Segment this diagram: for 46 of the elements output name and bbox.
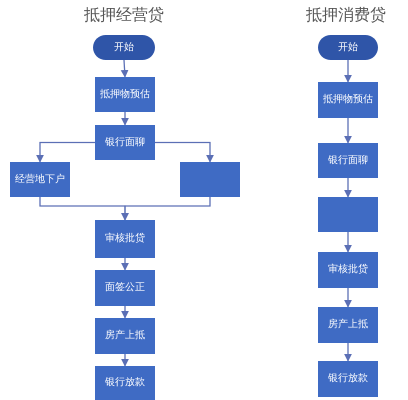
process-box — [318, 143, 378, 178]
process-box — [318, 82, 378, 118]
arrow — [344, 118, 352, 144]
node-label: 经营地下户 — [15, 174, 65, 186]
process-box — [95, 77, 155, 112]
column-heading: 抵押消费贷 — [305, 4, 387, 26]
node-label: 开始 — [338, 42, 358, 54]
node-label: 银行面聊 — [105, 136, 145, 148]
process-box — [10, 162, 70, 197]
arrow — [121, 354, 129, 367]
node-label: 面签公正 — [105, 282, 145, 294]
node-label: 开始 — [114, 42, 134, 54]
node-label: 审核批贷 — [105, 233, 145, 245]
process-box — [95, 125, 155, 160]
process-box — [95, 270, 155, 306]
process-box — [180, 162, 240, 197]
arrow — [36, 142, 95, 163]
process-box — [318, 361, 378, 397]
arrow — [344, 288, 352, 308]
arrow — [121, 197, 211, 221]
node-label: 银行面聊 — [328, 154, 368, 166]
arrow — [120, 60, 128, 78]
arrow — [121, 112, 129, 126]
arrow — [344, 343, 352, 362]
node-label: 审核批贷 — [328, 264, 368, 276]
start-terminal — [93, 35, 155, 60]
start-terminal — [318, 35, 378, 60]
process-box — [95, 366, 155, 400]
node-label: 房产上抵 — [328, 319, 368, 331]
process-box — [318, 252, 378, 288]
arrow — [344, 60, 352, 83]
process-box — [318, 307, 378, 343]
process-box — [95, 220, 155, 258]
arrow — [344, 232, 352, 253]
arrow — [121, 258, 129, 271]
arrow — [121, 306, 129, 319]
process-box — [95, 318, 155, 354]
arrow — [344, 178, 352, 198]
node-label: 抵押物预估 — [100, 88, 150, 100]
node-label: 银行放款 — [105, 377, 145, 389]
node-label: 银行放款 — [328, 373, 368, 385]
arrow — [155, 142, 214, 163]
process-box — [318, 197, 378, 232]
column-heading: 抵押经营贷 — [83, 4, 165, 26]
node-label: 抵押物预估 — [323, 94, 373, 106]
node-label: 房产上抵 — [105, 330, 145, 342]
